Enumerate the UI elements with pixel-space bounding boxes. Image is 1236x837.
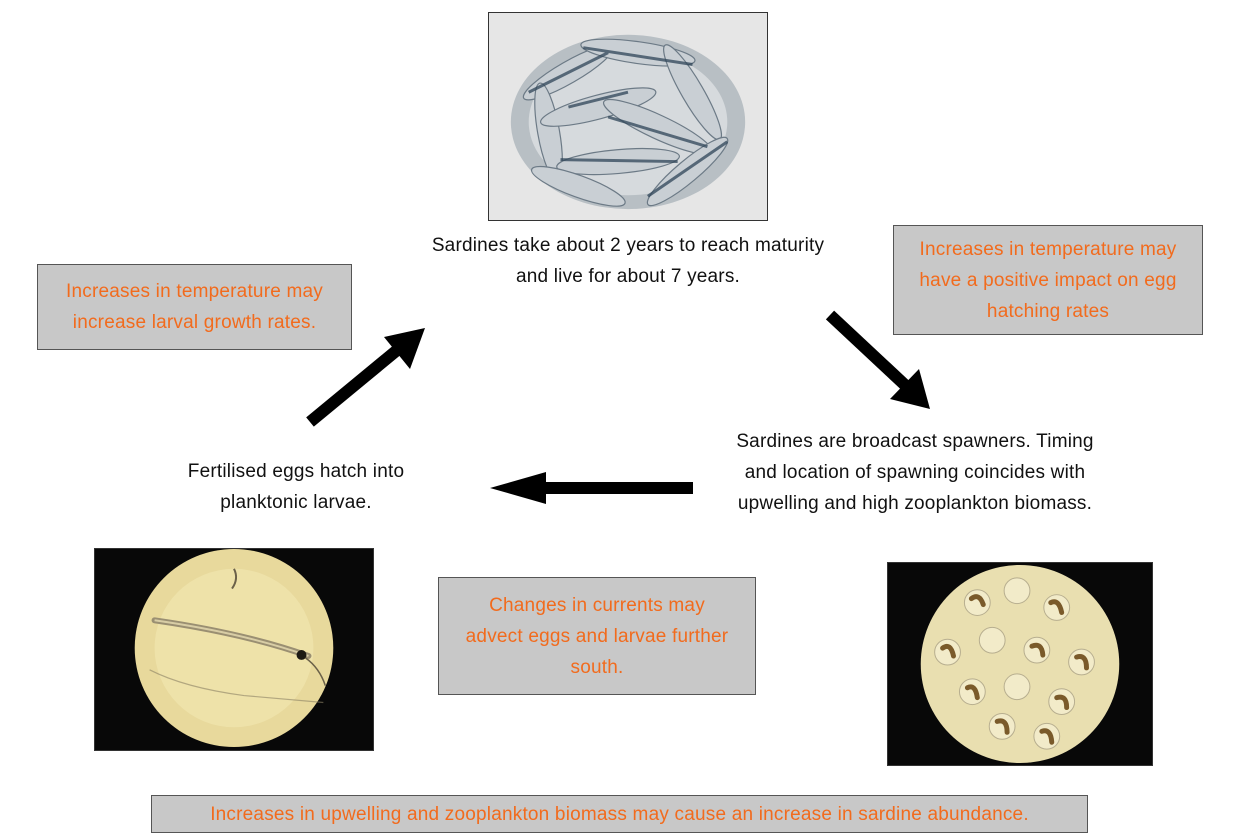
arrow-hatching-to-adult	[300, 318, 435, 433]
sardine-larva-microscope-photo	[94, 548, 374, 751]
note-currents: Changes in currents may advect eggs and …	[438, 577, 756, 695]
stage-hatching-text: Fertilised eggs hatch into planktonic la…	[176, 456, 416, 518]
arrow-spawning-to-hatching	[488, 470, 698, 510]
sardine-catch-photo	[488, 12, 768, 221]
arrow-adult-to-spawning	[820, 305, 940, 415]
sardine-eggs-microscope-photo	[887, 562, 1153, 766]
note-abundance: Increases in upwelling and zooplankton b…	[151, 795, 1088, 833]
stage-spawning-text: Sardines are broadcast spawners. Timing …	[720, 426, 1110, 519]
stage-adult-text: Sardines take about 2 years to reach mat…	[428, 230, 828, 292]
